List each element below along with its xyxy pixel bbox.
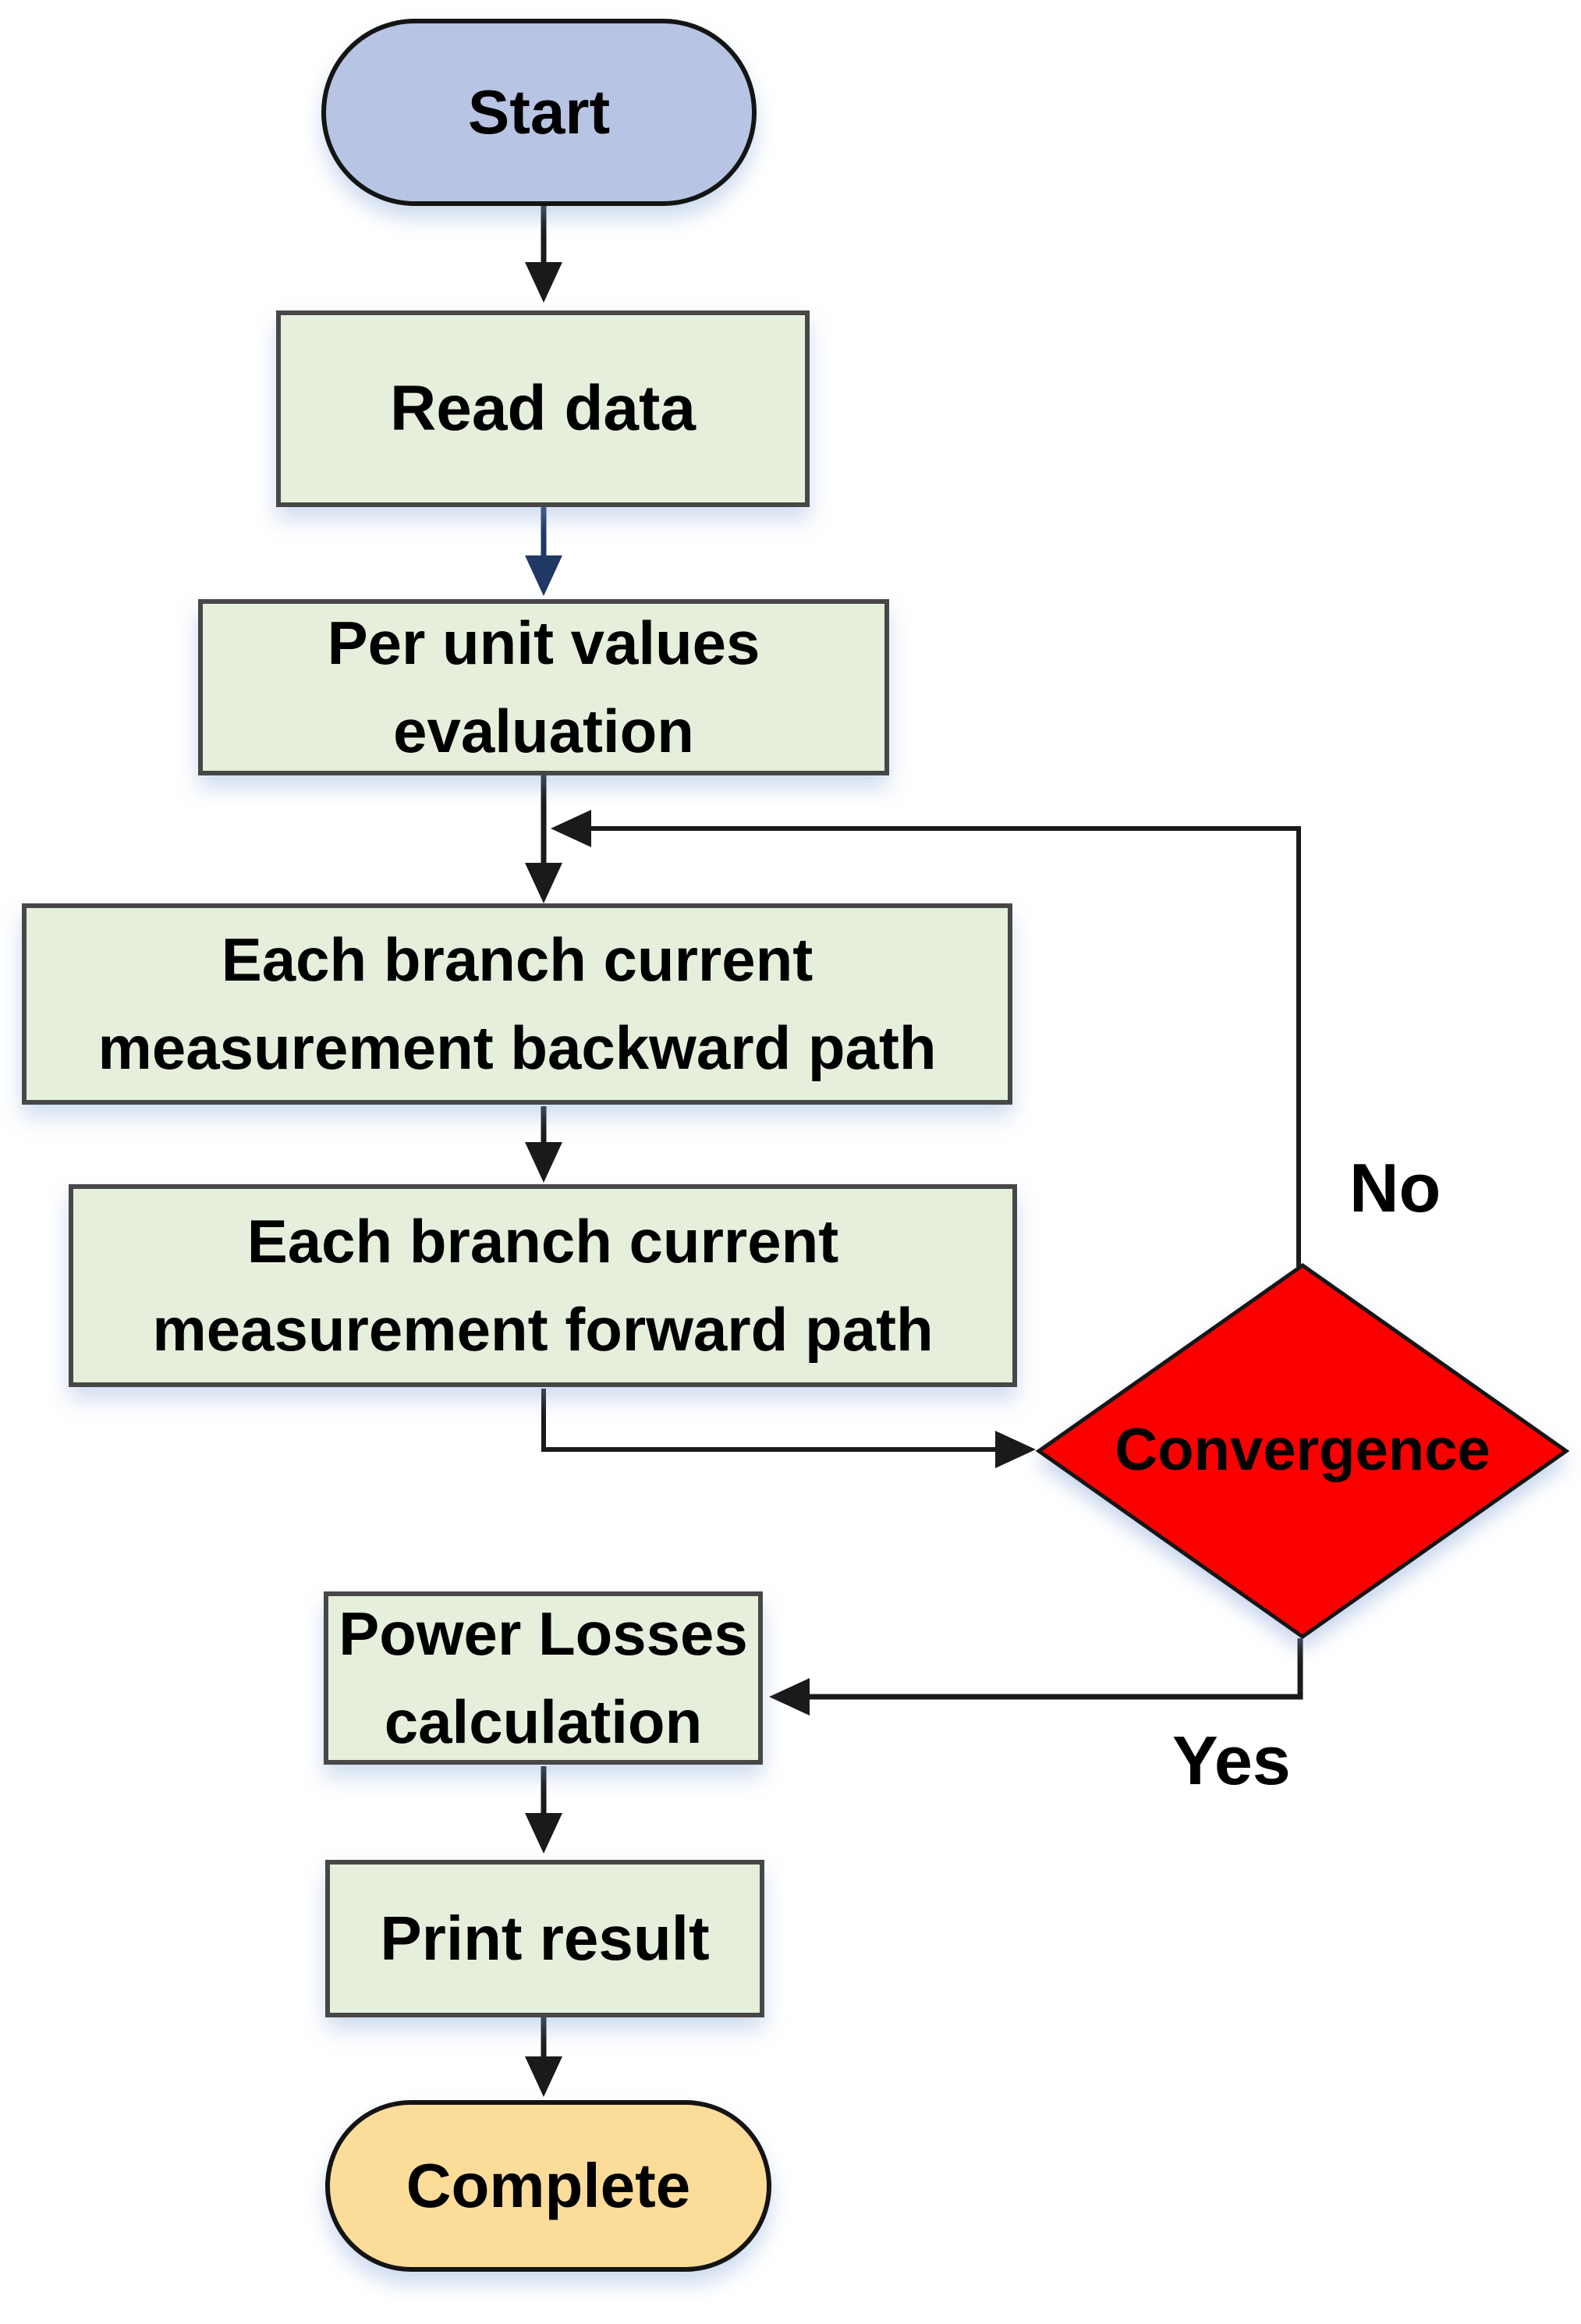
node-start: Start — [321, 19, 757, 206]
edge-label-yes: Yes — [1172, 1722, 1291, 1799]
node-convergence-label: Convergence — [1115, 1417, 1491, 1483]
edge-label-no: No — [1349, 1149, 1441, 1226]
node-complete: Complete — [325, 2100, 771, 2272]
arrow-forward-to-convergence — [541, 1389, 998, 1452]
arrow-convergence-yes — [806, 1638, 1303, 1700]
node-power-losses: Power Losses calculation — [324, 1591, 763, 1765]
decision-convergence-shape — [1035, 1262, 1570, 1640]
arrowhead-start-to-read — [525, 262, 562, 303]
arrow-convergence-no-feedback — [588, 826, 1301, 1267]
arrowhead-print-to-complete — [525, 2056, 562, 2097]
node-print-result-label: Print result — [380, 1904, 710, 1973]
node-start-label: Start — [467, 77, 611, 147]
node-complete-label: Complete — [406, 2151, 691, 2220]
node-backward-path-label: Each branch current measurement backward… — [97, 924, 937, 1082]
arrowhead-forward-to-convergence — [995, 1431, 1036, 1468]
arrowhead-power-to-print — [525, 1813, 562, 1854]
node-power-losses-label: Power Losses calculation — [339, 1598, 748, 1756]
node-print-result: Print result — [325, 1860, 764, 2017]
node-backward-path: Each branch current measurement backward… — [22, 903, 1012, 1105]
node-per-unit-values-label: Per unit values evaluation — [327, 608, 760, 765]
node-read-data-label: Read data — [390, 372, 696, 444]
node-read-data: Read data — [276, 310, 810, 507]
arrowhead-convergence-yes — [769, 1678, 810, 1716]
node-forward-path: Each branch current measurement forward … — [69, 1184, 1017, 1387]
arrowhead-convergence-no-feedback — [551, 810, 591, 847]
node-forward-path-label: Each branch current measurement forward … — [152, 1206, 934, 1364]
arrowhead-read-to-perunit — [525, 555, 562, 596]
arrowhead-backward-to-forward — [525, 1142, 562, 1183]
arrowhead-perunit-to-backward — [525, 863, 562, 903]
node-per-unit-values: Per unit values evaluation — [198, 599, 889, 775]
